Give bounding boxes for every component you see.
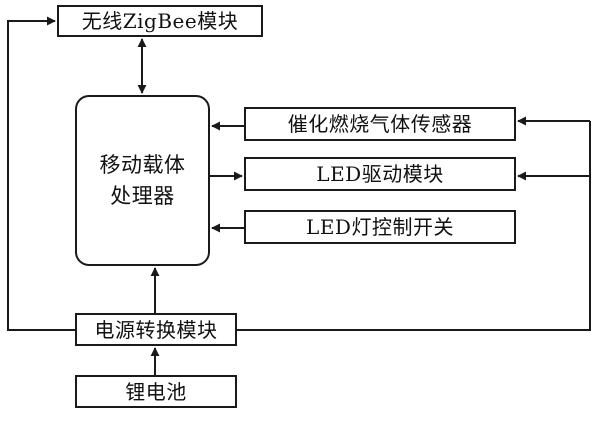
wire-power-zigbee bbox=[7, 16, 75, 331]
processor-label-line2: 处理器 bbox=[110, 183, 175, 208]
power-module-label: 电源转换模块 bbox=[94, 317, 218, 342]
gas-sensor-label: 催化燃烧气体传感器 bbox=[287, 112, 473, 136]
zigbee-module-label: 无线ZigBee模块 bbox=[81, 9, 239, 33]
led-switch-box: LED灯控制开关 bbox=[244, 210, 516, 244]
led-driver-box: LED驱动模块 bbox=[244, 157, 516, 191]
led-switch-label: LED灯控制开关 bbox=[306, 215, 454, 239]
processor-box: 移动载体 处理器 bbox=[75, 95, 210, 266]
power-module-box: 电源转换模块 bbox=[75, 313, 237, 346]
gas-sensor-box: 催化燃烧气体传感器 bbox=[244, 107, 516, 141]
wire-power-right-bus bbox=[237, 121, 591, 331]
battery-label: 锂电池 bbox=[125, 379, 187, 404]
processor-label-line1: 移动载体 bbox=[99, 153, 186, 178]
battery-box: 锂电池 bbox=[75, 375, 237, 408]
led-driver-label: LED驱动模块 bbox=[316, 162, 444, 186]
zigbee-module-box: 无线ZigBee模块 bbox=[57, 5, 263, 37]
